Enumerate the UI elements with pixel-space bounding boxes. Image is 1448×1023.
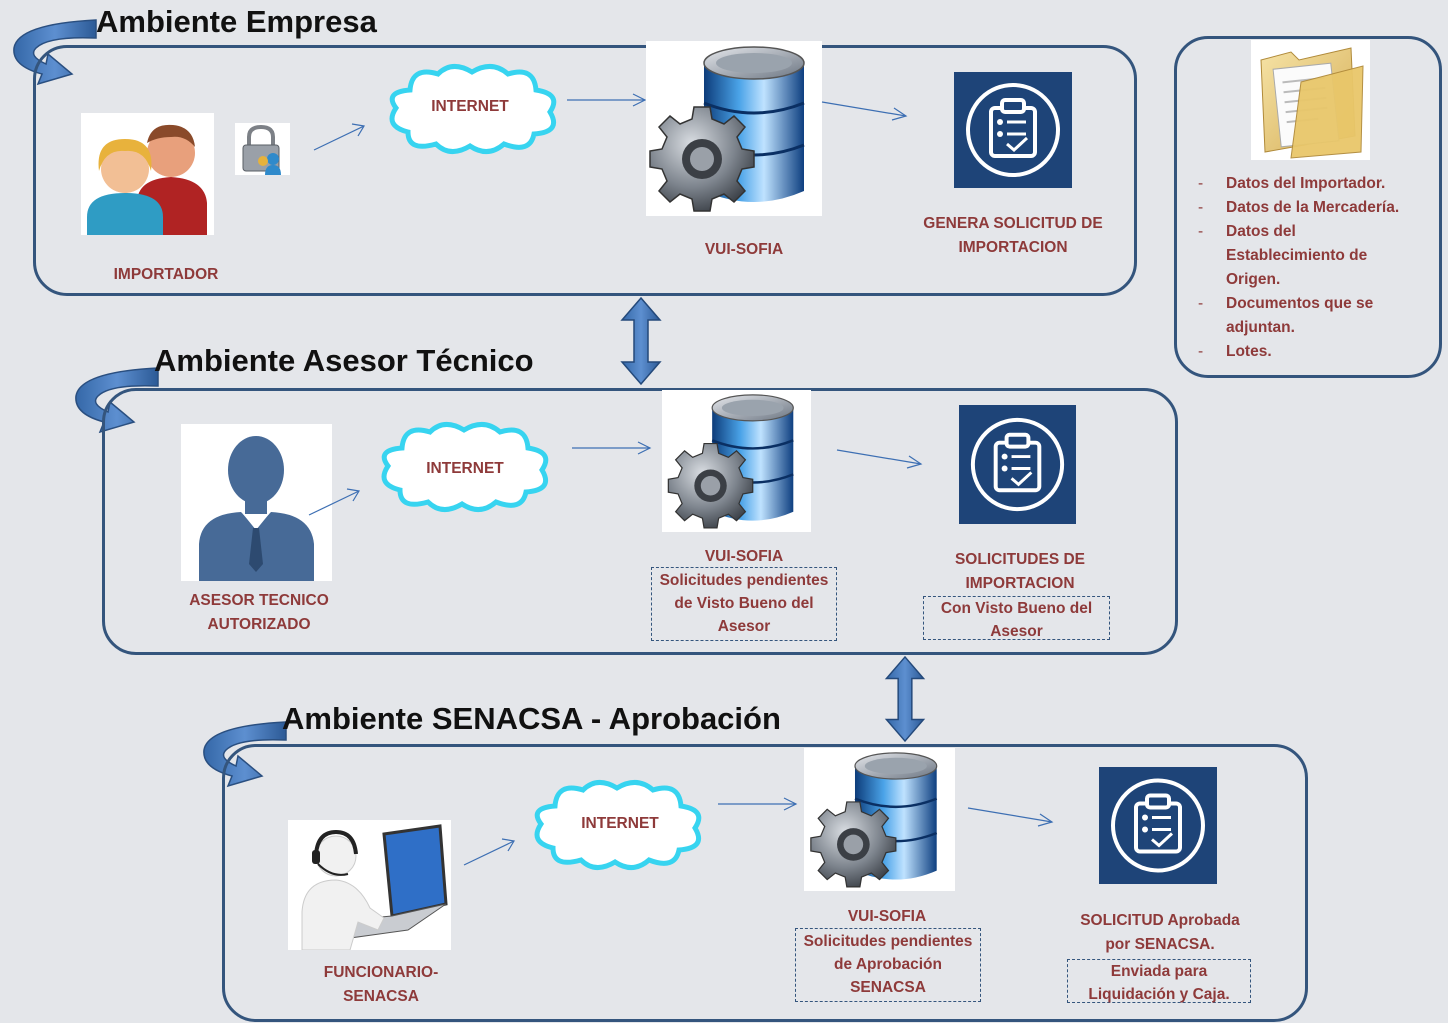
result-note-asesor: Con Visto Bueno del Asesor — [923, 596, 1110, 640]
documents-list: Datos del Importador. Datos de la Mercad… — [1186, 172, 1436, 364]
network-label-asesor: INTERNET — [426, 460, 504, 477]
documents-list-item: Datos del Establecimiento de Origen. — [1186, 220, 1396, 292]
actor-label-importador: IMPORTADOR — [113, 266, 219, 283]
cloud-icon — [389, 64, 557, 154]
panel-asesor — [102, 388, 1178, 655]
arrow-connector — [463, 838, 515, 866]
documents-panel — [1174, 36, 1442, 378]
lock-users-icon — [235, 123, 290, 175]
arrow-connector — [718, 797, 798, 811]
system-note-asesor: Solicitudes pendientes de Visto Bueno de… — [651, 567, 837, 641]
arrow-connector — [308, 488, 360, 516]
section-title-senacsa: Ambiente SENACSA - Aprobación — [282, 701, 781, 736]
result-label-empresa: GENERA SOLICITUD DE IMPORTACION — [923, 215, 1103, 256]
section-title-asesor: Ambiente Asesor Técnico — [154, 343, 534, 378]
arrow-connector — [313, 123, 365, 151]
arrow-connector — [572, 441, 652, 455]
panel-senacsa — [222, 744, 1308, 1022]
documents-list-item: Datos del Importador. — [1186, 172, 1436, 196]
documents-list-item: Documentos que se adjuntan. — [1186, 292, 1406, 340]
double-arrow-icon — [884, 655, 926, 743]
panel-empresa — [33, 45, 1137, 296]
operator-laptop-icon — [288, 820, 451, 950]
actor-label-asesor: ASESOR TECNICO AUTORIZADO — [189, 592, 329, 633]
database-gear-icon — [662, 390, 811, 532]
documents-list-item: Datos de la Mercadería. — [1186, 196, 1436, 220]
arrow-connector — [567, 93, 647, 107]
result-label-asesor: SOLICITUDES DE IMPORTACION — [954, 551, 1086, 592]
cloud-icon — [534, 780, 702, 870]
arrow-connector — [967, 807, 1054, 827]
clipboard-icon — [1099, 767, 1217, 884]
double-arrow-icon — [620, 296, 662, 386]
section-title-empresa: Ambiente Empresa — [96, 4, 377, 39]
system-label-senacsa: VUI-SOFIA — [847, 908, 927, 925]
users-icon — [81, 113, 214, 235]
cloud-icon — [381, 422, 549, 512]
clipboard-icon — [959, 405, 1076, 524]
system-label-asesor: VUI-SOFIA — [704, 548, 784, 565]
curved-arrow-icon — [75, 367, 159, 434]
network-label-senacsa: INTERNET — [581, 815, 659, 832]
result-note-senacsa: Enviada para Liquidación y Caja. — [1067, 959, 1251, 1003]
system-note-senacsa: Solicitudes pendientes de Aprobación SEN… — [795, 928, 981, 1002]
database-gear-icon — [646, 41, 822, 216]
arrow-connector — [821, 101, 908, 121]
result-label-senacsa: SOLICITUD Aprobada por SENACSA. — [1080, 912, 1240, 953]
clipboard-icon — [954, 72, 1072, 188]
system-label-empresa: VUI-SOFIA — [704, 241, 784, 258]
database-gear-icon — [804, 748, 955, 891]
documents-list-item: Lotes. — [1186, 340, 1436, 364]
arrow-connector — [836, 449, 923, 469]
person-suit-icon — [181, 424, 332, 581]
folder-documents-icon — [1251, 40, 1370, 160]
actor-label-senacsa: FUNCIONARIO-SENACSA — [323, 964, 439, 1005]
network-label-empresa: INTERNET — [431, 98, 509, 115]
